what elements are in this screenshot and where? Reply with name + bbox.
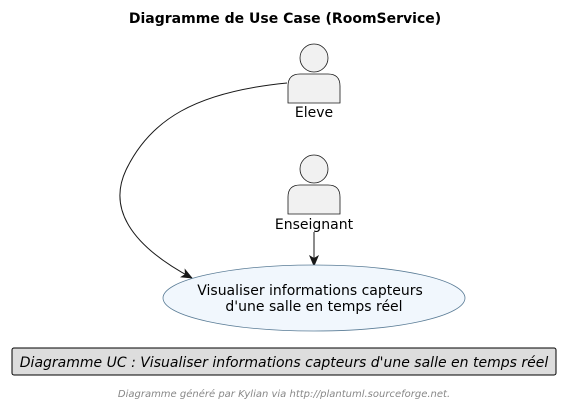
legend: Diagramme UC : Visualiser informations c… xyxy=(11,347,557,376)
person-icon xyxy=(287,43,341,104)
diagram-title: Diagramme de Use Case (RoomService) xyxy=(129,11,441,27)
actor-label-enseignant: Enseignant xyxy=(275,217,354,233)
legend-text: Diagramme UC : Visualiser informations c… xyxy=(20,355,549,371)
usecase-label-line2: d'une salle en temps réel xyxy=(225,299,402,315)
actor-enseignant: Enseignant xyxy=(275,154,354,233)
actor-eleve: Eleve xyxy=(287,43,341,121)
usecase-label-line1: Visualiser informations capteurs xyxy=(197,283,423,299)
usecase-visualiser-informations: Visualiser informations capteurs d'une s… xyxy=(162,264,466,332)
actor-label-eleve: Eleve xyxy=(295,105,333,121)
relation-eleve-usecase xyxy=(119,82,288,279)
footer-credit: Diagramme généré par Kylian via http://p… xyxy=(118,388,450,400)
person-icon xyxy=(287,154,341,215)
